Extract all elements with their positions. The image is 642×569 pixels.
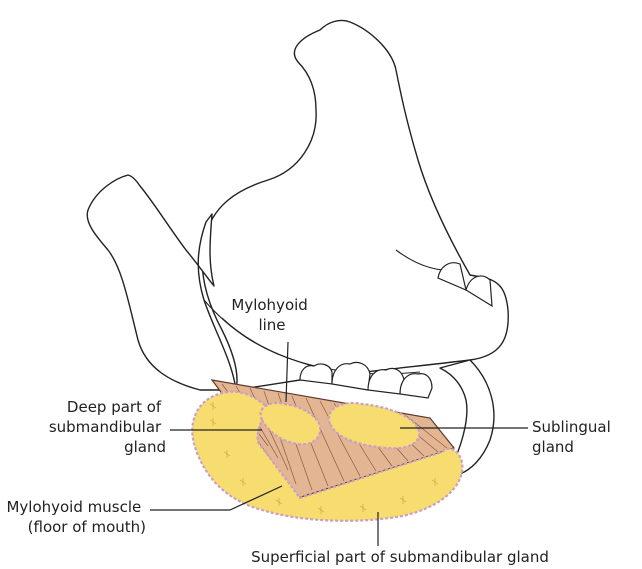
sublingual-label: Sublingual gland [532, 418, 616, 456]
superficial-part-label: Superficial part of submandibular gland [251, 548, 549, 566]
deep-part-label: Deep part of submandibular gland [49, 398, 166, 456]
mylohyoid-muscle-label: Mylohyoid muscle (floor of mouth) [6, 498, 146, 536]
tooth [368, 368, 404, 394]
tooth [400, 374, 432, 398]
